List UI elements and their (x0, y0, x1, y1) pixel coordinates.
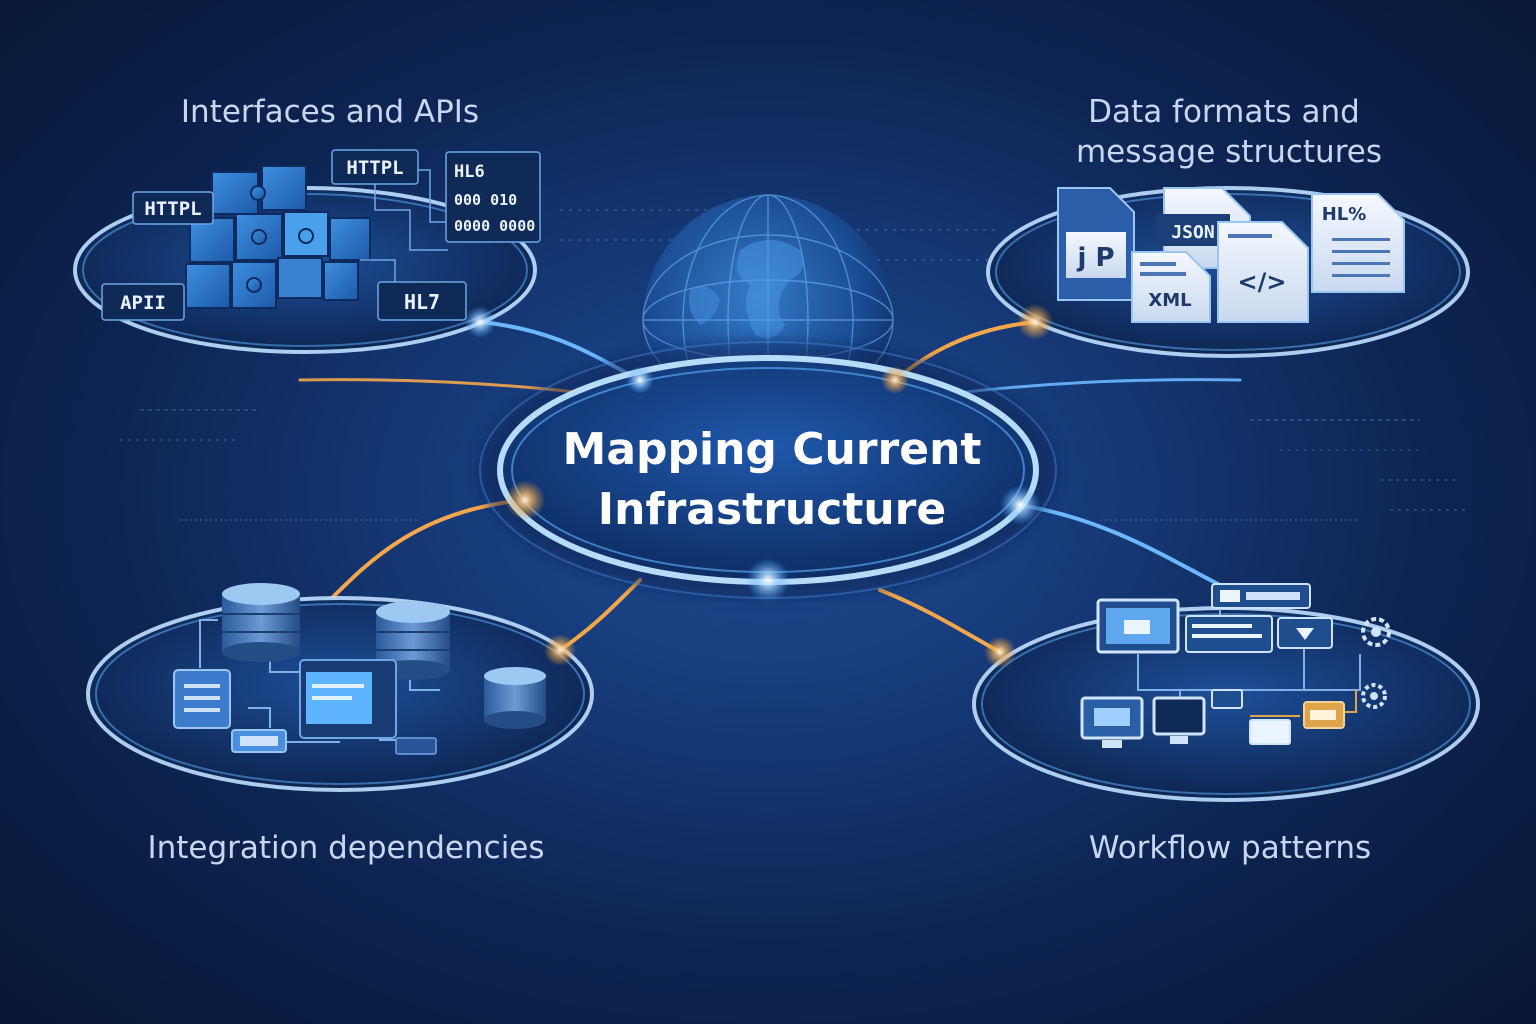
orange-panel-icon (1303, 701, 1345, 729)
desktop-icon (1152, 696, 1206, 744)
label-interfaces-apis: Interfaces and APIs (181, 94, 479, 130)
database-icon (222, 583, 300, 662)
card-icon (1211, 689, 1291, 745)
label-workflow-patterns: Workflow patterns (1089, 830, 1371, 866)
svg-text:HL6: HL6 (454, 162, 485, 182)
svg-text:APII: APII (120, 292, 166, 314)
center-title-line1: Mapping Current (563, 424, 982, 475)
document-xml-icon: XML (1131, 251, 1211, 323)
svg-text:HTTPL: HTTPL (144, 198, 201, 220)
node-interfaces-apis[interactable]: HTTPL HTTPL HL6 000 010 0000 0000 APII H… (73, 149, 541, 354)
server-unit-icon (173, 669, 231, 729)
svg-text:</>: </> (1238, 268, 1287, 296)
svg-text:HL%: HL% (1322, 204, 1367, 225)
document-code-icon: </> (1217, 221, 1309, 323)
dropdown-panel-icon (1277, 617, 1333, 649)
svg-text:j P: j P (1076, 243, 1114, 273)
monitor-icon (1096, 598, 1180, 654)
network-switch-icon (231, 729, 287, 753)
desktop-icon (1080, 696, 1144, 748)
svg-text:HTTPL: HTTPL (346, 157, 403, 179)
label-data-formats-line2: message structures (1076, 134, 1382, 170)
node-integration-dependencies[interactable] (86, 583, 594, 792)
tag-hl7: HL7 (377, 281, 467, 321)
center-title-line2: Infrastructure (598, 484, 946, 535)
puzzle-pieces-icon (185, 165, 371, 309)
tag-httpl-front: HTTPL (132, 191, 214, 225)
gear-icon (1361, 617, 1391, 647)
document-jp-icon: j P (1057, 187, 1135, 301)
center-node[interactable]: Mapping Current Infrastructure (478, 340, 1058, 602)
svg-text:000 010: 000 010 (454, 191, 517, 209)
background-texture (120, 209, 1470, 521)
window-panel-icon (1211, 583, 1311, 609)
document-hl-icon: HL% (1311, 193, 1405, 293)
svg-text:JSON: JSON (1171, 222, 1214, 243)
binary-panel: HL6 000 010 0000 0000 (445, 151, 541, 243)
monitor-box-icon (299, 659, 397, 739)
database-icon (484, 667, 546, 729)
node-data-formats[interactable]: j P JSON XML </> HL% (986, 186, 1470, 358)
label-integration-dependencies: Integration dependencies (147, 830, 544, 866)
tag-api: APII (101, 283, 185, 321)
list-panel-icon (1185, 615, 1273, 653)
gear-icon (1361, 683, 1387, 709)
tag-httpl-back: HTTPL (331, 149, 419, 185)
svg-text:XML: XML (1148, 290, 1191, 311)
svg-text:HL7: HL7 (404, 290, 440, 314)
svg-text:0000 0000: 0000 0000 (454, 217, 535, 235)
router-icon (395, 737, 437, 755)
label-data-formats-line1: Data formats and (1088, 94, 1360, 130)
node-workflow-patterns[interactable] (972, 583, 1480, 802)
